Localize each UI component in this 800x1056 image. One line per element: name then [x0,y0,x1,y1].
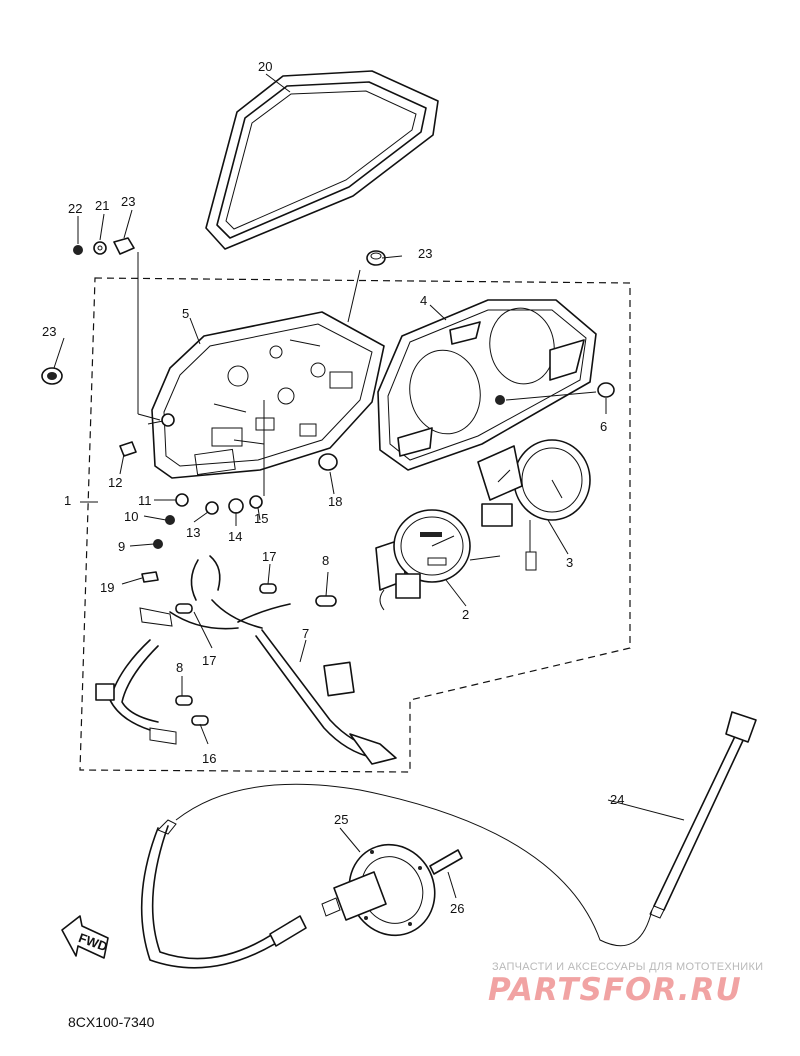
callout-8-lower: 8 [176,660,183,675]
callout-13: 13 [186,525,200,540]
callout-labels: 20 22 21 23 23 23 5 4 6 12 1 11 10 18 13… [42,59,624,916]
callout-4: 4 [420,293,427,308]
callout-2: 2 [462,607,469,622]
callout-16: 16 [202,751,216,766]
hardware-parts [41,237,615,583]
part-24-speedometer-cable [140,711,757,969]
callout-20: 20 [258,59,272,74]
callout-6: 6 [600,419,607,434]
part-16-bulb [191,715,209,726]
part-2-speedometer [375,509,501,611]
part-20-lens-gasket [205,70,439,250]
watermark-logo: PARTSFOR.RU [488,972,742,1008]
callout-8-upper: 8 [322,553,329,568]
callout-14: 14 [228,529,242,544]
document-code: 8CX100-7340 [68,1014,155,1030]
callout-24: 24 [610,792,624,807]
watermark-tagline: ЗАПЧАСТИ И АКСЕССУАРЫ ДЛЯ МОТОТЕХНИКИ [492,961,764,973]
part-4-meter-housing [377,299,597,471]
callout-9: 9 [118,539,125,554]
assembly-1-boundary [79,277,631,773]
callout-26: 26 [450,901,464,916]
callout-17-lower: 17 [202,653,216,668]
callout-21: 21 [95,198,109,213]
part-17-bulb [175,583,277,614]
part-3-tachometer [477,439,591,571]
callout-15: 15 [254,511,268,526]
part-25-speedometer-gear [321,843,436,937]
part-7-wire-harness [95,555,397,765]
cable-route-line [175,783,653,947]
callout-11: 11 [138,493,152,508]
leader-lines [53,73,685,899]
callout-10: 10 [124,509,138,524]
part-8-bulb [175,595,337,706]
part-5-meter-case [151,311,385,479]
callout-5: 5 [182,306,189,321]
callout-23-left: 23 [42,324,56,339]
part-26-drive-pin [429,849,463,875]
callout-22: 22 [68,201,82,216]
callout-23-top-left: 23 [121,194,135,209]
callout-1: 1 [64,493,71,508]
callout-23-top: 23 [418,246,432,261]
callout-12: 12 [108,475,122,490]
fwd-direction-arrow: FWD [61,915,110,959]
callout-17-upper: 17 [262,549,276,564]
callout-18: 18 [328,494,342,509]
callout-25: 25 [334,812,348,827]
callout-7: 7 [302,626,309,641]
callout-19: 19 [100,580,114,595]
callout-3: 3 [566,555,573,570]
